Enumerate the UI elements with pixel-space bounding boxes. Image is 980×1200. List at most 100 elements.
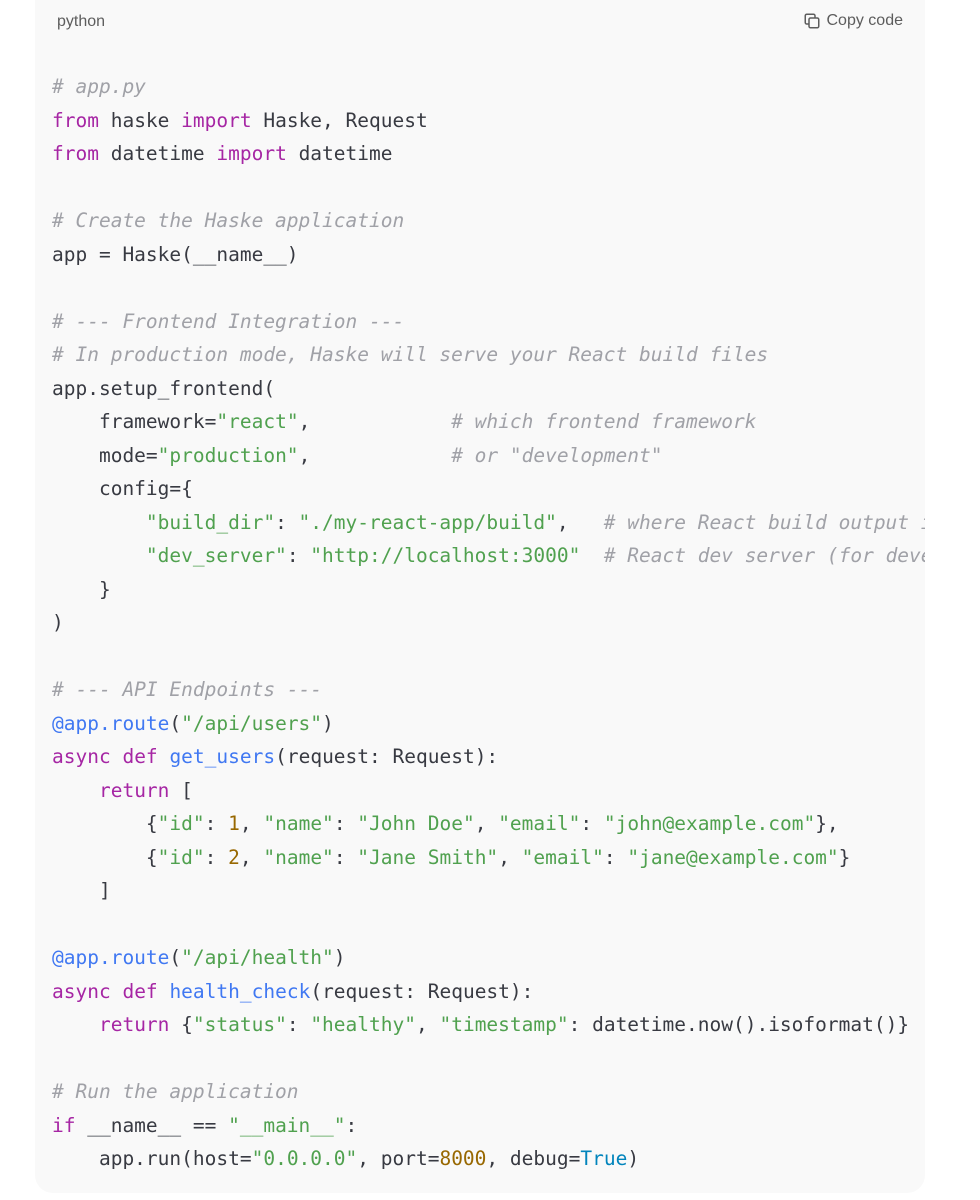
code-token: "John Doe"	[357, 812, 475, 835]
code-token: 8000	[439, 1147, 487, 1170]
code-token: "0.0.0.0"	[251, 1147, 358, 1170]
code-token: :	[286, 544, 311, 567]
code-token: from	[52, 108, 99, 132]
code-line: {"id": 2, "name": "Jane Smith", "email":…	[52, 841, 925, 875]
code-token	[52, 779, 99, 802]
code-token: haske	[98, 108, 182, 132]
code-token	[52, 544, 146, 567]
code-token: True	[580, 1147, 628, 1170]
code-token: "id"	[157, 845, 205, 869]
code-line: # In production mode, Haske will serve y…	[52, 338, 925, 372]
code-line: "build_dir": "./my-react-app/build", # w…	[52, 506, 925, 540]
code-line	[52, 171, 925, 205]
code-token: "id"	[157, 812, 205, 835]
code-line: "dev_server": "http://localhost:3000" # …	[52, 539, 925, 573]
code-token: async	[52, 979, 111, 1003]
code-line: async def get_users(request: Request):	[52, 740, 925, 774]
code-line: from haske import Haske, Request	[52, 104, 925, 138]
code-token: mode=	[52, 443, 158, 467]
code-token: "build_dir"	[145, 510, 276, 534]
code-line: mode="production", # or "development"	[52, 439, 925, 473]
code-token: (request: Request):	[310, 979, 534, 1003]
code-line: return {"status": "healthy", "timestamp"…	[52, 1008, 925, 1042]
code-line: app.run(host="0.0.0.0", port=8000, debug…	[52, 1142, 925, 1176]
code-line: async def health_check(request: Request)…	[52, 975, 925, 1009]
copy-code-button[interactable]: Copy code	[803, 12, 903, 30]
code-token: "name"	[263, 845, 334, 869]
code-token: :	[333, 812, 358, 835]
code-line: app = Haske(__name__)	[52, 238, 925, 272]
code-token: , port=	[357, 1147, 440, 1170]
code-token: "dev_server"	[145, 544, 287, 567]
code-line: app.setup_frontend(	[52, 372, 925, 406]
code-token: "status"	[192, 1013, 287, 1036]
code-token: ,	[556, 510, 604, 534]
code-line	[52, 908, 925, 942]
code-token: :	[345, 1113, 358, 1137]
code-token: datetime	[98, 142, 217, 165]
code-token: import	[181, 108, 252, 132]
code-token: __name__ ==	[75, 1113, 229, 1137]
code-token: )	[52, 611, 64, 634]
code-line	[52, 1042, 925, 1076]
code-token: import	[216, 142, 287, 165]
code-token: def	[122, 745, 158, 768]
code-token: # which frontend framework	[451, 410, 757, 433]
code-line: # --- Frontend Integration ---	[52, 305, 925, 339]
code-token: async	[52, 745, 111, 768]
code-token: # React dev server (for deve	[603, 544, 925, 567]
code-token: def	[122, 979, 158, 1003]
code-line: {"id": 1, "name": "John Doe", "email": "…	[52, 807, 925, 841]
code-token: "/api/users"	[181, 711, 323, 735]
code-line: config={	[52, 472, 925, 506]
code-content[interactable]: # app.py from haske import Haske, Request…	[52, 70, 925, 1176]
code-token: ,	[239, 845, 264, 869]
code-token: :	[204, 845, 229, 869]
code-token	[111, 745, 123, 768]
code-token: "http://localhost:3000"	[310, 544, 581, 567]
code-token: "john@example.com"	[603, 812, 816, 835]
code-token: 1	[228, 812, 240, 835]
code-token: # app.py	[52, 75, 146, 98]
code-token: @app.route	[52, 946, 170, 969]
code-token: "email"	[498, 812, 581, 835]
code-token: {	[52, 812, 158, 835]
code-line: framework="react", # which frontend fram…	[52, 405, 925, 439]
code-token: # In production mode, Haske will serve y…	[52, 343, 769, 366]
code-line: # Run the application	[52, 1075, 925, 1109]
code-token: "__main__"	[228, 1113, 346, 1137]
code-token: ,	[474, 812, 499, 835]
code-token: (	[169, 946, 182, 969]
code-token: "production"	[157, 443, 299, 467]
code-token: "Jane Smith"	[357, 845, 499, 869]
code-token: app.setup_frontend(	[52, 376, 276, 400]
code-token: )	[333, 946, 346, 969]
code-line: )	[52, 606, 925, 640]
code-line: # Create the Haske application	[52, 204, 925, 238]
code-token: },	[815, 812, 839, 835]
code-token: app.run(host=	[52, 1147, 252, 1170]
code-token: "healthy"	[310, 1013, 416, 1036]
code-token: # --- API Endpoints ---	[52, 678, 323, 701]
code-token	[158, 980, 170, 1003]
code-token: :	[204, 812, 229, 835]
code-token: "name"	[263, 812, 334, 835]
code-token	[52, 1013, 99, 1036]
code-token	[158, 745, 170, 768]
code-token: health_check	[169, 979, 311, 1003]
code-token: [	[169, 778, 193, 802]
code-line: ]	[52, 874, 925, 908]
code-line: if __name__ == "__main__":	[52, 1109, 925, 1143]
code-line: @app.route("/api/users")	[52, 707, 925, 741]
code-token: ,	[415, 1013, 440, 1036]
code-token: )	[627, 1147, 640, 1170]
code-line: return [	[52, 774, 925, 808]
code-token: }	[838, 845, 851, 869]
code-token: {	[169, 1013, 193, 1036]
code-token: return	[98, 778, 170, 802]
code-token: # where React build output i	[603, 510, 925, 534]
copy-icon	[803, 12, 821, 30]
code-token: "./my-react-app/build"	[298, 510, 557, 534]
code-token: ,	[298, 410, 452, 433]
code-line: # --- API Endpoints ---	[52, 673, 925, 707]
